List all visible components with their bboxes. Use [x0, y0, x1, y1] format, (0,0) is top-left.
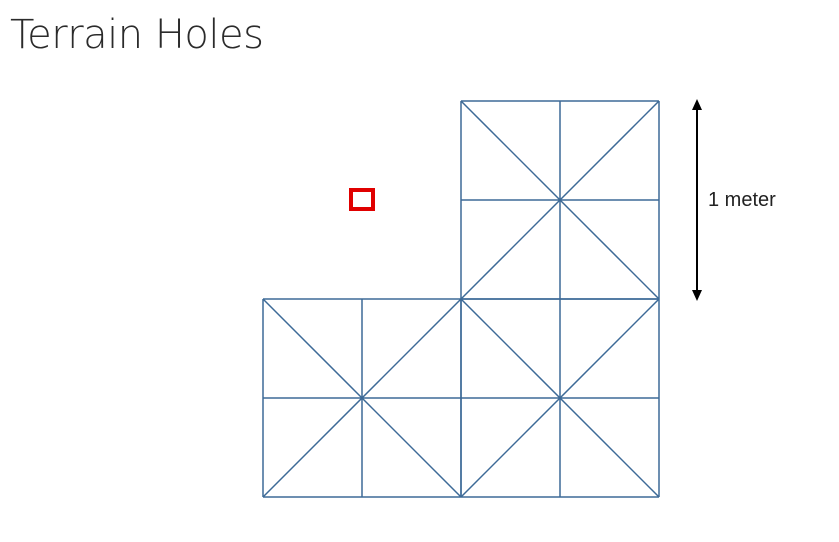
mesh-edge [262, 298, 462, 498]
terrain-mesh-grid [262, 100, 660, 498]
arrow-head-down [692, 290, 702, 301]
mesh-edge [460, 298, 660, 498]
hole-marker-square [349, 188, 375, 211]
mesh-edge [460, 100, 660, 300]
slide-title: Terrain Holes [10, 12, 264, 58]
arrow-head-up [692, 99, 702, 110]
measurement-arrow [692, 99, 702, 301]
measurement-label: 1 meter [708, 189, 776, 211]
